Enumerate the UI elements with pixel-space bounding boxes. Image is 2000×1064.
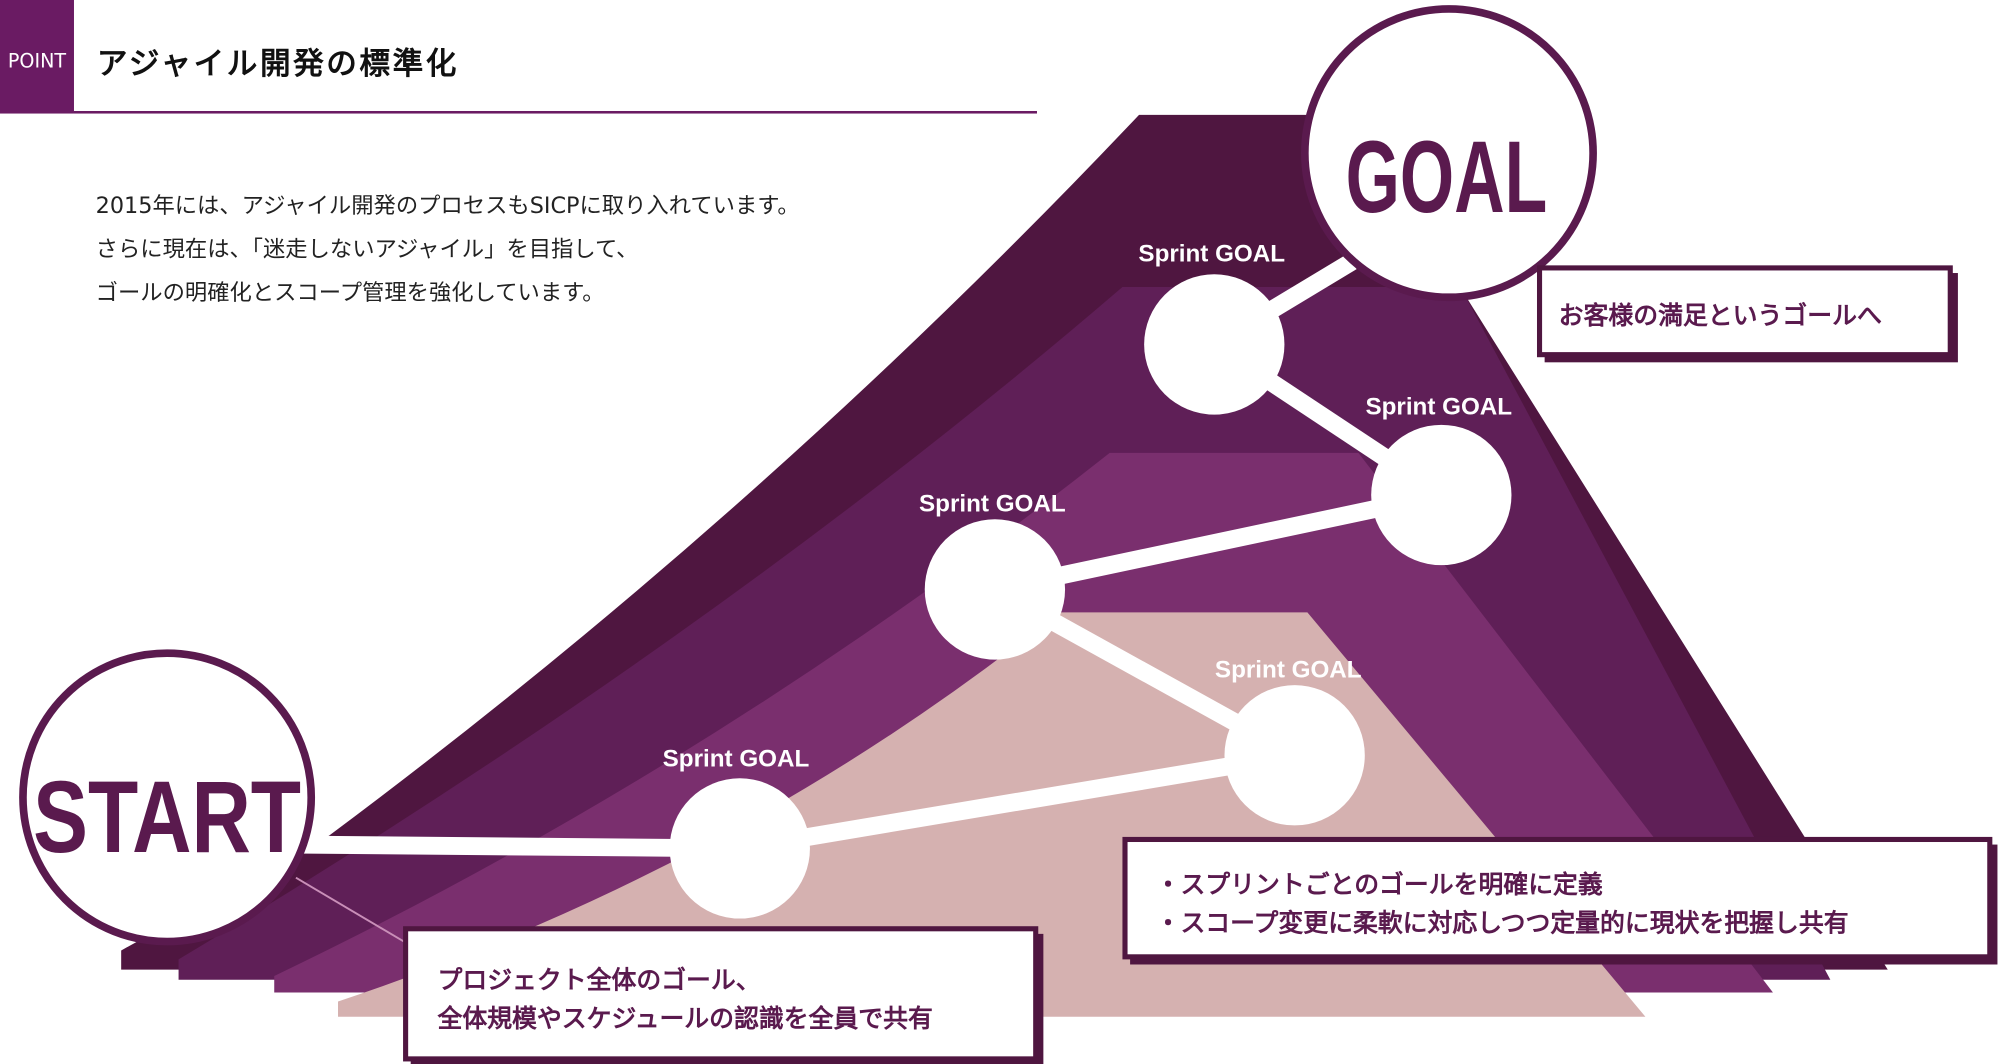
start-callout [403, 926, 1039, 1062]
goal-callout [1536, 265, 1953, 358]
sprint-callout-line-1: ・スプリントごとのゴールを明確に定義 [1156, 870, 1603, 899]
start-label: START [33, 760, 301, 874]
point-badge-label: POINT [8, 50, 67, 73]
sprint-goal-circle-4 [1371, 424, 1512, 566]
sprint-goal-label-2: Sprint GOAL [1215, 656, 1362, 683]
intro-line-1: 2015年には、アジャイル開発のプロセスもSICPに取り入れています。 [96, 193, 800, 219]
sprint-goal-label-3: Sprint GOAL [919, 491, 1066, 518]
sprint-goal-label-4: Sprint GOAL [1365, 394, 1512, 421]
sprint-goal-circle-1 [669, 778, 810, 919]
sprint-callout-line-2: ・スコープ変更に柔軟に対応しつつ定量的に現状を把握し共有 [1156, 908, 1849, 937]
goal-circle [1301, 5, 1597, 302]
start-callout-line-1: プロジェクト全体のゴール、 [438, 966, 761, 995]
sprint-callout [1122, 836, 1993, 960]
title-underline [73, 110, 1037, 114]
intro-line-3: ゴールの明確化とスコープ管理を強化しています。 [96, 280, 605, 306]
start-circle [19, 649, 316, 946]
sprint-goal-circle-2 [1224, 685, 1365, 826]
sprint-goal-label-1: Sprint GOAL [663, 746, 810, 773]
goal-callout-text: お客様の満足というゴールへ [1559, 301, 1882, 330]
goal-label: GOAL [1346, 120, 1548, 234]
point-badge [0, 0, 74, 114]
page-title: アジャイル開発の標準化 [97, 46, 459, 82]
start-callout-connector [295, 876, 409, 945]
sprint-goal-circle-5 [1144, 274, 1285, 415]
intro-line-2: さらに現在は、「迷走しないアジャイル」を目指して、 [96, 236, 639, 262]
start-callout-line-2: 全体規模やスケジュールの認識を全員で共有 [437, 1004, 933, 1033]
sprint-goal-circle-3 [924, 519, 1066, 660]
sprint-goal-label-5: Sprint GOAL [1138, 241, 1285, 268]
